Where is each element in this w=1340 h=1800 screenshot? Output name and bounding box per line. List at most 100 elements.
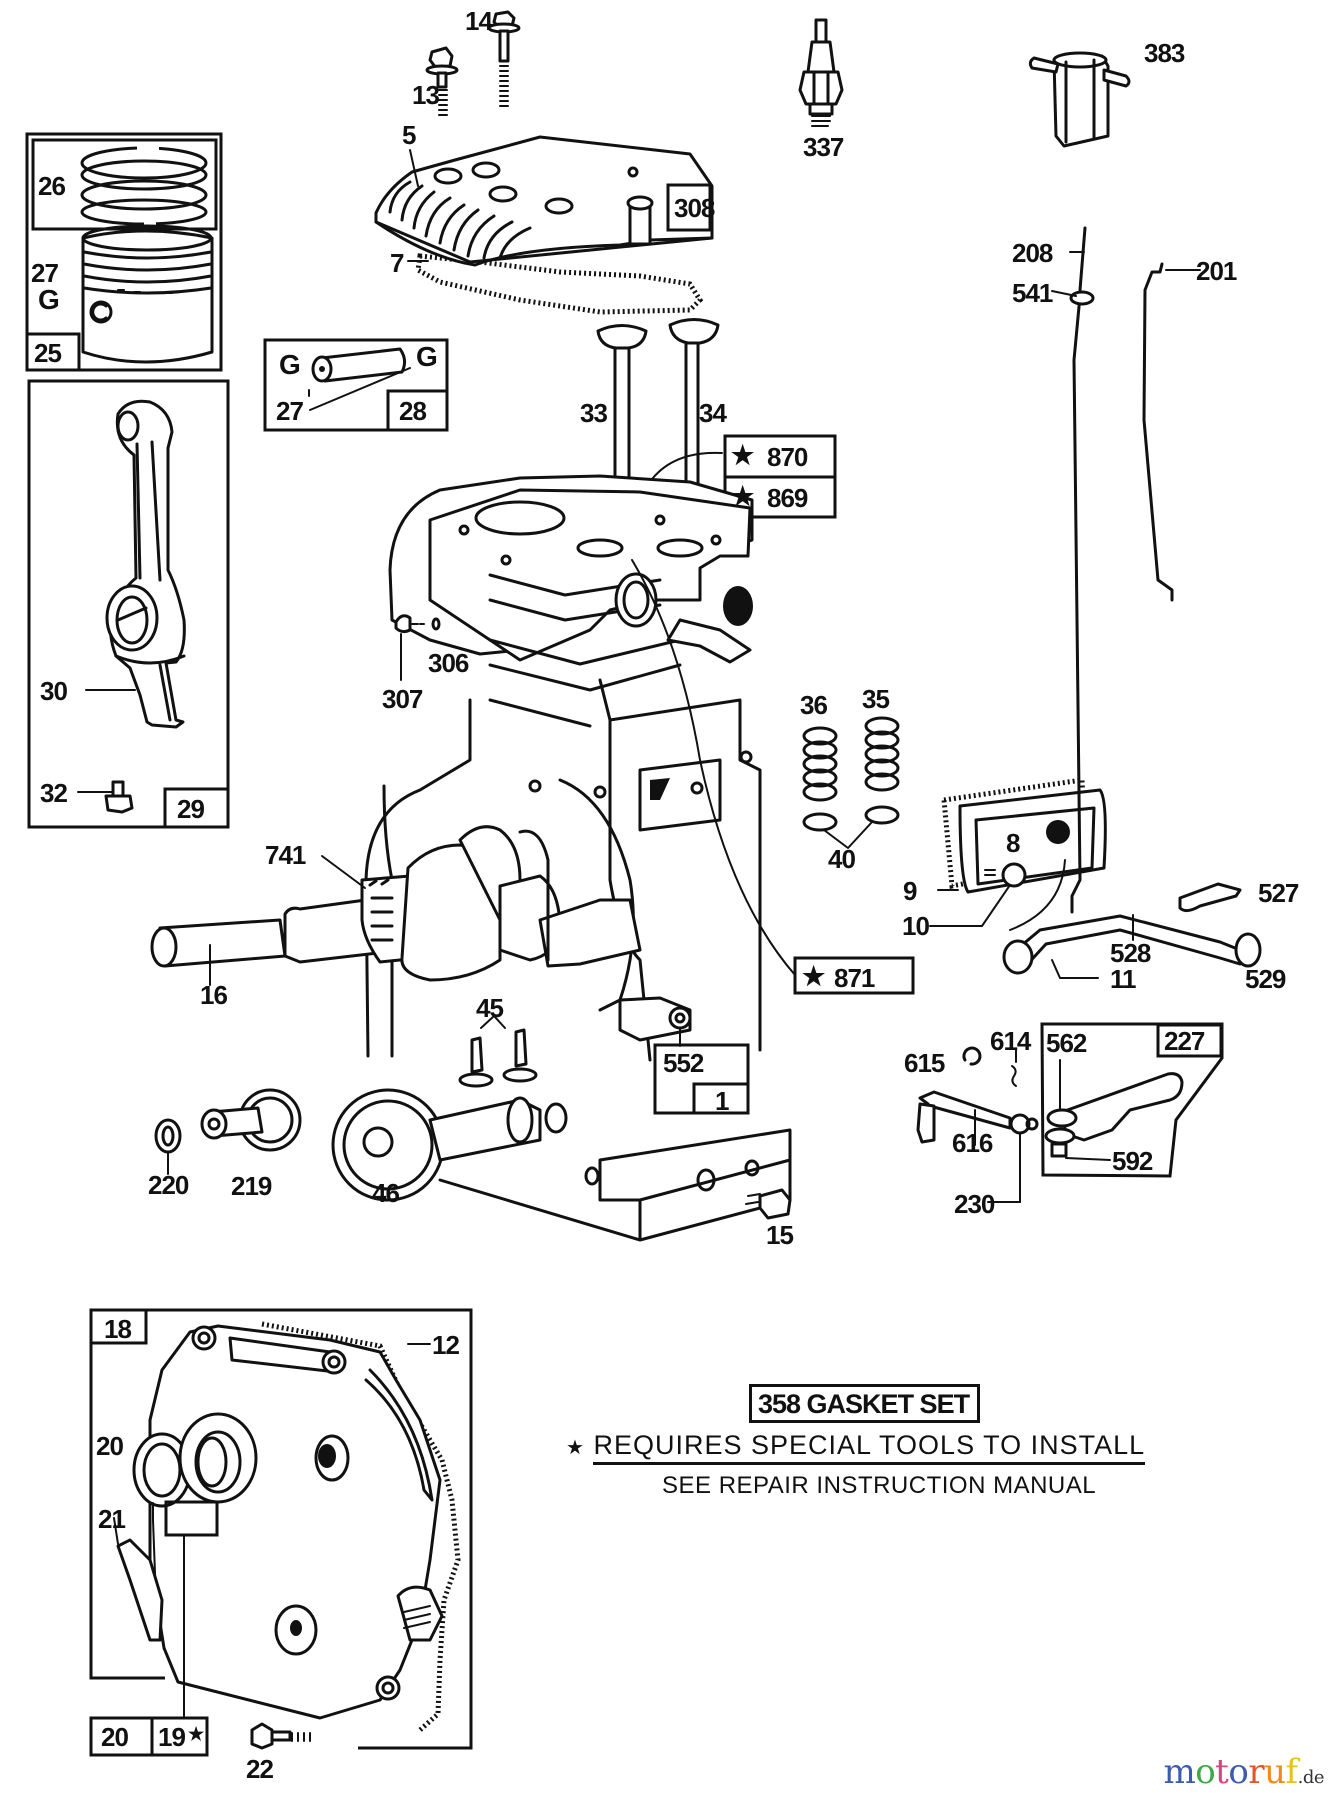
callout-871: 871: [834, 963, 875, 993]
repair-manual-note: SEE REPAIR INSTRUCTION MANUAL: [662, 1472, 1097, 1499]
piston-icon: [81, 224, 214, 364]
callout-45: 45: [476, 993, 504, 1023]
callout-227: 227: [1164, 1026, 1205, 1056]
callout-20-seal: 20: [96, 1431, 124, 1461]
watermark-logo: motoruf.de: [1163, 1752, 1324, 1792]
special-tools-text: REQUIRES SPECIAL TOOLS TO INSTALL: [593, 1430, 1146, 1465]
callout-25: 25: [34, 338, 62, 368]
star-icon: ★: [566, 1437, 585, 1459]
camshaft-group: [154, 1015, 792, 1220]
watermark-letter: u: [1264, 1752, 1286, 1792]
callout-18: 18: [104, 1314, 132, 1344]
callout-30: 30: [40, 676, 68, 706]
piston-part-number-box: [25, 332, 81, 372]
spark-plug-icon: [798, 18, 844, 127]
valve-spring-36-icon: [802, 726, 838, 832]
cylinder-block-group: [364, 474, 915, 1242]
watermark-letter: m: [1163, 1752, 1196, 1792]
star-icon: ★: [802, 961, 825, 991]
watermark-letter: o: [1195, 1752, 1216, 1792]
callout-8: 8: [1006, 828, 1021, 858]
hitch-pin-icon: [1011, 1049, 1017, 1087]
callout-201: 201: [1196, 256, 1237, 286]
callout-230: 230: [954, 1189, 995, 1219]
head-cooling-fins: [388, 180, 532, 260]
cotter-ring-icon: [962, 1046, 982, 1066]
callout-208: 208: [1012, 238, 1053, 268]
valve-spring-35-icon: [864, 716, 900, 825]
callout-592: 592: [1112, 1146, 1153, 1176]
callout-12: 12: [432, 1330, 460, 1360]
callout-34: 34: [699, 398, 727, 428]
watermark-letter: o: [1228, 1752, 1249, 1792]
callout-741: 741: [265, 840, 306, 870]
cover-box-outline-left: [89, 1310, 165, 1680]
watermark-text: motoruf: [1163, 1752, 1299, 1792]
rod-part-number-box: [163, 787, 230, 829]
piston-group: [25, 132, 223, 372]
callout-28: 28: [399, 396, 427, 426]
callout-40: 40: [828, 844, 856, 874]
shroud-screw-icon: [394, 614, 441, 681]
leader-21: [113, 1517, 119, 1545]
connecting-rod-group: [27, 379, 230, 829]
watermark-letter: f: [1285, 1752, 1299, 1792]
star-icon: ★: [188, 1724, 204, 1744]
callout-29: 29: [177, 794, 205, 824]
callout-19: 19: [158, 1722, 186, 1752]
leader-592: [1065, 1157, 1111, 1161]
callout-27-pin: 27: [276, 396, 304, 426]
leader-27-pin: [309, 367, 411, 411]
leader-741: [321, 855, 366, 889]
callout-870: 870: [767, 442, 808, 472]
callout-15: 15: [766, 1220, 794, 1250]
callout-615: 615: [904, 1048, 945, 1078]
leader-40: [823, 821, 873, 849]
callout-7: 7: [390, 248, 405, 278]
callout-32: 32: [40, 778, 68, 808]
box-871: [793, 956, 915, 995]
callout-529: 529: [1245, 964, 1286, 994]
callout-10: 10: [902, 911, 930, 941]
watermark-suffix: .de: [1297, 1767, 1325, 1788]
callout-219: 219: [231, 1171, 272, 1201]
connecting-rod-icon: [105, 399, 186, 729]
leader-11: [1051, 959, 1099, 979]
head-gasket: [415, 253, 704, 315]
callout-27-pin-clip-left: G: [279, 349, 301, 380]
piston-ring-set-box-outline: [31, 138, 218, 231]
breather-group: [929, 777, 1262, 979]
piston-rings-icon: [80, 144, 208, 226]
callout-21: 21: [98, 1504, 126, 1534]
piston-pin-group: [263, 338, 449, 432]
callout-616: 616: [952, 1128, 993, 1158]
crankcase-cover-group: [89, 1308, 473, 1757]
piston-pin-box-outline: [263, 338, 449, 432]
callout-307: 307: [382, 684, 423, 714]
pin-part-number-box: [386, 389, 449, 432]
callout-35: 35: [862, 684, 890, 714]
callout-14: 14: [465, 6, 493, 36]
callout-5: 5: [402, 120, 417, 150]
piston-pin-icon: [311, 347, 407, 383]
dipstick-group: [1051, 226, 1095, 914]
callout-36: 36: [800, 690, 828, 720]
box-19: [150, 1716, 209, 1757]
leader-10: [929, 884, 1011, 927]
callout-337: 337: [803, 132, 844, 162]
watermark-letter: t: [1215, 1752, 1229, 1792]
box-18: [89, 1308, 148, 1345]
crankshaft-group: [150, 825, 642, 986]
callout-562: 562: [1046, 1028, 1087, 1058]
callout-26: 26: [38, 171, 66, 201]
callout-552: 552: [663, 1048, 704, 1078]
callout-22: 22: [246, 1754, 274, 1784]
governor-link-icon: [1142, 262, 1201, 602]
star-icon: ★: [731, 481, 754, 511]
callout-306: 306: [428, 648, 469, 678]
leader-871: [631, 559, 796, 976]
head-part-number-box: [666, 183, 712, 232]
governor-lever-group: [916, 1022, 1224, 1203]
head-bolt-long-icon: [487, 10, 521, 107]
